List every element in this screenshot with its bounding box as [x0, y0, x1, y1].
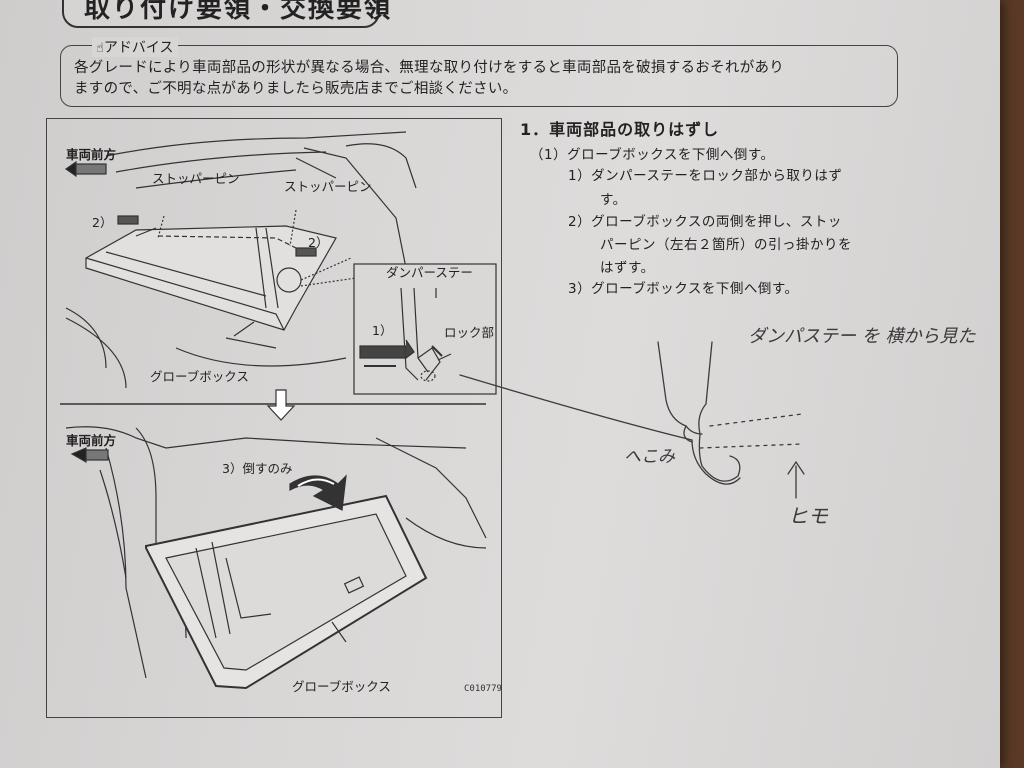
- page-title: 取り付け要領・交換要領: [84, 0, 393, 24]
- stopper-pin-label-left: ストッパーピン: [152, 171, 240, 186]
- glovebox-label-top: グローブボックス: [150, 369, 249, 384]
- section-title: 1．車両部品の取りはずし: [520, 120, 720, 139]
- handwritten-sketch: [459, 341, 805, 499]
- advice-label-text: アドバイス: [103, 40, 174, 56]
- advice-text-line-2: ますので、ご不明な点がありましたら販売店までご相談ください。: [74, 81, 518, 97]
- figure-illustration: [60, 131, 497, 690]
- figure-code: C010779: [464, 684, 502, 694]
- instruction-sub-2a: 2）グローブボックスの両側を押し、ストッ: [568, 214, 842, 230]
- damper-stay-label: ダンパーステー: [386, 265, 473, 280]
- manual-page: 取り付け要領・交換要領 ☝アドバイス 各グレードにより車両部品の形状が異なる場合…: [0, 0, 1000, 768]
- advice-text-line-1: 各グレードにより車両部品の形状が異なる場合、無理な取り付けをすると車両部品を破損…: [74, 60, 785, 76]
- handwritten-dent-label: へこみ: [624, 447, 675, 467]
- glovebox-label-bottom: グローブボックス: [292, 679, 391, 694]
- vehicle-front-label-bottom: 車両前方: [66, 433, 117, 448]
- instruction-sub-3: 3）グローブボックスを下側へ倒す。: [568, 281, 799, 297]
- stopper-pin-label-right: ストッパーピン: [284, 179, 372, 194]
- installation-figure: [46, 118, 502, 718]
- step2-label-left: 2）: [92, 215, 113, 230]
- instruction-sub-2c: はずす。: [600, 260, 655, 276]
- lock-part-label: ロック部: [444, 325, 495, 340]
- step2-label-right: 2）: [308, 235, 329, 250]
- step3-tilt-label: 3）倒すのみ: [222, 461, 293, 476]
- instruction-step-1: （1）グローブボックスを下側へ倒す。: [530, 147, 775, 163]
- title-tab: [62, 0, 380, 28]
- instruction-sub-2b: パーピン（左右２箇所）の引っ掛かりを: [600, 237, 852, 253]
- advice-box: [60, 45, 898, 107]
- pointing-hand-icon: ☝: [96, 41, 104, 56]
- handwritten-string-label: ヒモ: [788, 504, 828, 528]
- advice-label: ☝アドバイス: [92, 37, 178, 57]
- instruction-sub-1a: 1）ダンパーステーをロック部から取りはず: [568, 168, 843, 184]
- step1-label: 1）: [372, 323, 393, 338]
- vehicle-front-label-top: 車両前方: [66, 147, 117, 162]
- handwritten-note: ダンパステー を 横から見た: [748, 326, 976, 347]
- instruction-sub-1b: す。: [600, 192, 627, 208]
